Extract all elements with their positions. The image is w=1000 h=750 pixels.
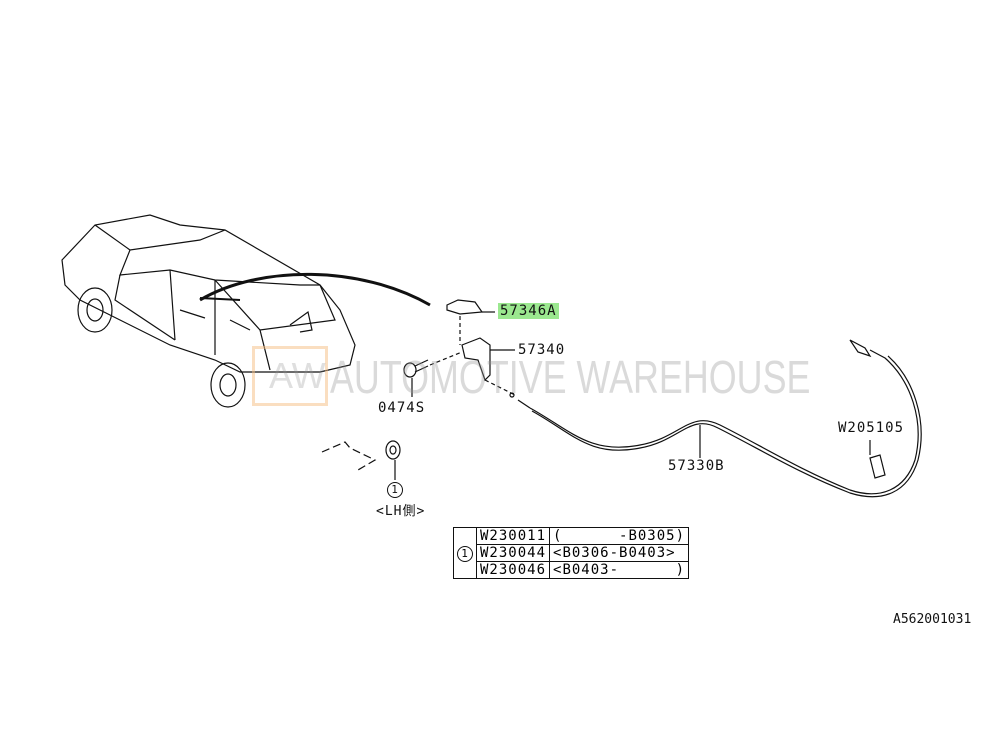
lid-part-57346A	[446, 299, 495, 345]
callout-W205105[interactable]: W205105	[838, 420, 905, 436]
callout-0474S[interactable]: 0474S	[378, 400, 426, 416]
callout-57346A[interactable]: 57346A	[498, 303, 559, 319]
callout-ref-1[interactable]: 1	[387, 481, 403, 498]
part-number[interactable]: W230046	[475, 561, 551, 579]
table-row[interactable]: 1 W230011 ( -B0305)	[453, 527, 690, 579]
part-number[interactable]: W230011	[475, 527, 551, 545]
lh-side-label: <LH側>	[376, 504, 426, 519]
watermark-text: AUTOMOTIVE WAREHOUSE	[330, 351, 811, 403]
bolt-0474S	[403, 359, 429, 397]
table-row[interactable]: W230044 <B0306-B0403>	[454, 544, 690, 562]
date-range: ( -B0305)	[549, 527, 690, 545]
part-number[interactable]: W230044	[475, 544, 551, 562]
watermark-logo: AW	[252, 346, 328, 406]
grommet-detail	[321, 440, 401, 480]
date-range: <B0306-B0403>	[549, 544, 690, 562]
ref-circle: 1	[387, 482, 403, 498]
date-range: <B0403- )	[549, 561, 690, 579]
parts-table: 1 W230011 ( -B0305) W230044 <B0306-B0403…	[453, 527, 690, 579]
cable-57330B	[509, 339, 922, 498]
cable-routing-line	[199, 272, 431, 307]
ref-cell: 1	[453, 527, 477, 579]
diagram-code: A562001031	[893, 612, 972, 627]
table-row[interactable]: W230046 <B0403- )	[454, 561, 690, 579]
clip-W205105	[869, 440, 886, 479]
ref-circle: 1	[457, 545, 473, 562]
watermark-logo-text: AW	[269, 355, 326, 396]
callout-57340[interactable]: 57340	[518, 342, 566, 358]
lock-part-57340	[429, 337, 516, 396]
callout-57330B[interactable]: 57330B	[668, 458, 725, 474]
